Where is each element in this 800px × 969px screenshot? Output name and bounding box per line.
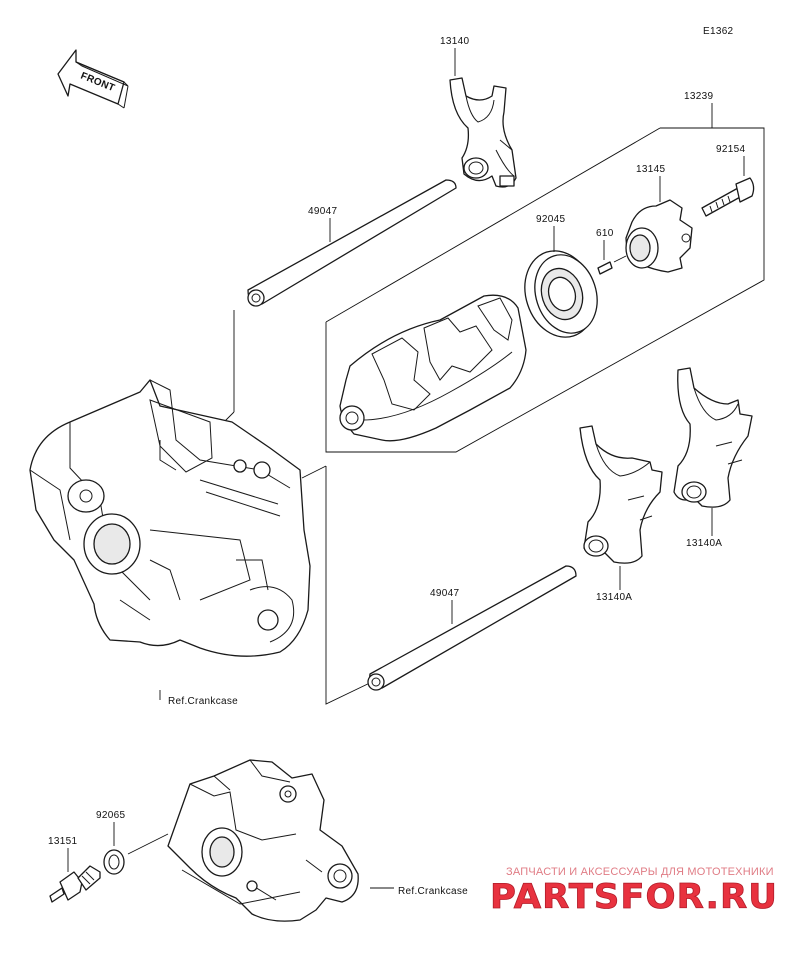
pin-610 [597, 261, 613, 275]
label-13140: 13140 [440, 36, 469, 47]
label-49047-lower: 49047 [430, 588, 459, 599]
watermark-logo-text: PARTSFOR.RU [490, 877, 778, 916]
label-13140a-middle: 13140A [596, 592, 632, 603]
label-13239: 13239 [684, 91, 713, 102]
shift-fork-13140 [449, 77, 517, 188]
front-arrow-icon: FRONT [57, 49, 129, 109]
diagram-code: E1362 [703, 26, 734, 37]
label-ref-crankcase-upper: Ref.Crankcase [168, 696, 238, 707]
neutral-switch-13151 [49, 865, 101, 903]
fork-shaft-lower [367, 565, 577, 691]
label-49047-upper: 49047 [308, 206, 337, 217]
fork-shaft-upper [247, 179, 457, 307]
crankcase-upper [29, 379, 311, 657]
label-92154: 92154 [716, 144, 745, 155]
label-13145: 13145 [636, 164, 665, 175]
label-ref-crankcase-lower: Ref.Crankcase [398, 886, 468, 897]
bearing-92045 [524, 250, 598, 338]
washer-92065 [103, 849, 125, 875]
label-92065: 92065 [96, 810, 125, 821]
label-13140a-right: 13140A [686, 538, 722, 549]
watermark-subtitle: ЗАПЧАСТИ И АКСЕССУАРЫ ДЛЯ МОТОТЕХНИКИ [506, 866, 774, 878]
watermark-logo: PARTSFOR.RU [490, 877, 778, 916]
shift-drum [339, 294, 527, 442]
label-13151: 13151 [48, 836, 77, 847]
label-610: 610 [596, 228, 614, 239]
shift-fork-13140a-right [673, 367, 753, 508]
crankcase-lower [167, 759, 359, 922]
label-92045: 92045 [536, 214, 565, 225]
drum-cap-13145 [625, 199, 693, 273]
bolt-92154 [701, 177, 755, 217]
shift-fork-13140a-middle [579, 425, 663, 564]
